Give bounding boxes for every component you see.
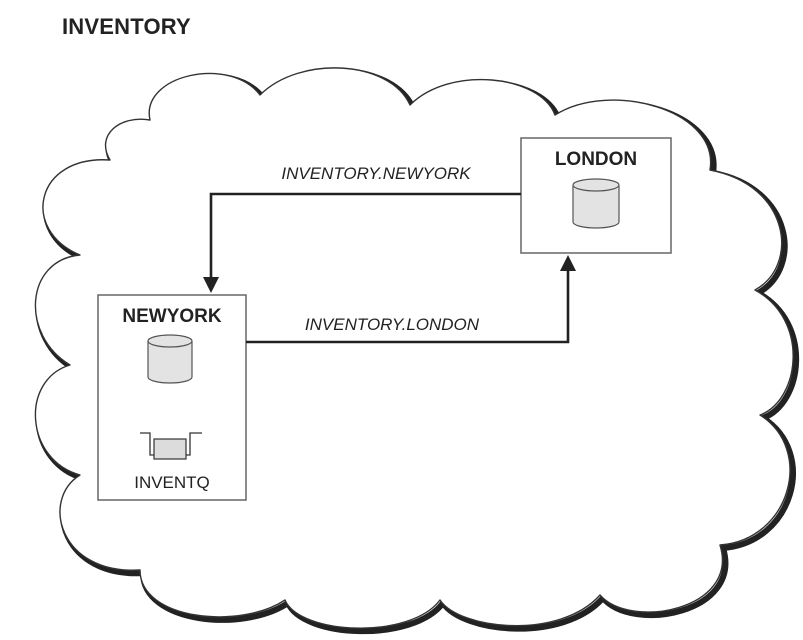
queue-icon bbox=[140, 432, 202, 460]
queue-manager-newyork[interactable]: NEWYORK INVENTQ bbox=[97, 294, 247, 501]
channel-newyork-arrowhead bbox=[203, 277, 219, 293]
london-name: LONDON bbox=[555, 149, 637, 170]
channel-london-label: INVENTORY.LONDON bbox=[305, 315, 480, 334]
channel-newyork-line bbox=[209, 192, 521, 278]
channel-newyork-label: INVENTORY.NEWYORK bbox=[281, 164, 471, 183]
newyork-database-icon bbox=[147, 334, 193, 384]
channel-london-line bbox=[246, 270, 570, 344]
channel-inventory-newyork[interactable]: INVENTORY.NEWYORK bbox=[203, 164, 521, 293]
london-database-icon bbox=[572, 178, 620, 229]
queue-name: INVENTQ bbox=[134, 473, 210, 492]
newyork-name: NEWYORK bbox=[122, 306, 222, 327]
cluster-title: INVENTORY bbox=[62, 14, 191, 39]
newyork-box bbox=[97, 294, 247, 501]
channel-inventory-london[interactable]: INVENTORY.LONDON bbox=[246, 255, 576, 344]
queue-manager-london[interactable]: LONDON bbox=[520, 137, 672, 254]
channel-london-arrowhead bbox=[560, 255, 576, 271]
